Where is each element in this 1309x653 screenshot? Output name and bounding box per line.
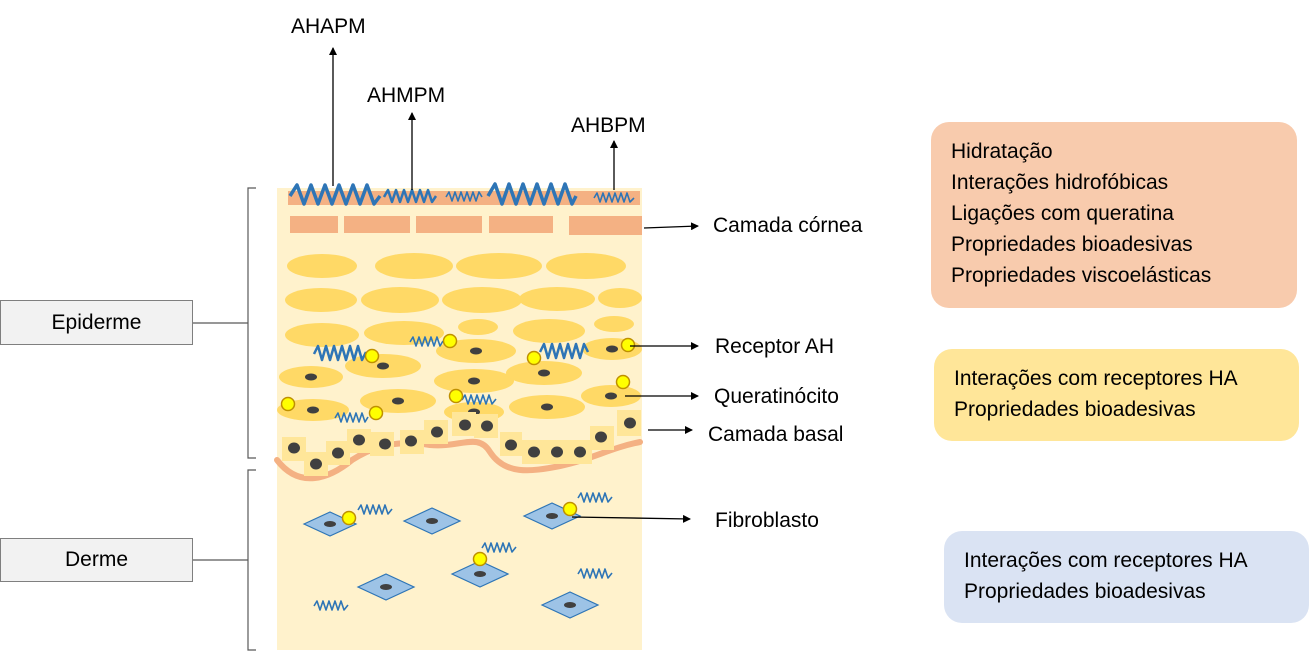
dermis-box: Derme: [0, 538, 193, 582]
high-mw-ha-label: AHAPM: [291, 15, 366, 38]
stratum-corneum-label: Camada córnea: [713, 214, 863, 237]
keratinocyte-label: Queratinócito: [714, 385, 839, 408]
property-item: Propriedades bioadesivas: [954, 398, 1196, 421]
ha-chains: [288, 182, 635, 611]
property-item: Propriedades viscoelásticas: [951, 264, 1212, 287]
low-mw-ha-label: AHBPM: [571, 114, 646, 137]
basal-cells: [282, 410, 641, 476]
property-item: Propriedades bioadesivas: [951, 233, 1193, 256]
molecule-arrows: [329, 47, 618, 190]
basal-layer-label: Camada basal: [708, 423, 844, 446]
epidermis-properties-box: Interações com receptores HA Propriedade…: [934, 349, 1299, 441]
epidermis-label: Epiderme: [51, 310, 142, 334]
ha-receptors: [280, 333, 636, 567]
dermis-properties-box: Interações com receptores HA Propriedade…: [944, 531, 1309, 623]
property-item: Propriedades bioadesivas: [964, 580, 1206, 603]
property-item: Hidratação: [951, 140, 1053, 163]
property-item: Interações com receptores HA: [964, 549, 1248, 572]
stratum-corneum-properties-box: Hidratação Interações hidrofóbicas Ligaç…: [931, 122, 1297, 308]
property-item: Ligações com queratina: [951, 202, 1174, 225]
structure-arrows: [571, 222, 699, 523]
keratinocyte-layer-upper: [285, 253, 642, 347]
medium-mw-ha-label: AHMPM: [367, 84, 446, 107]
layer-brackets: [193, 187, 256, 651]
epidermis-box: Epiderme: [0, 300, 193, 345]
ha-receptor-label: Receptor AH: [715, 335, 835, 358]
fibroblast-label: Fibroblasto: [715, 509, 819, 532]
dermis-label: Derme: [64, 548, 128, 571]
property-item: Interações com receptores HA: [954, 367, 1238, 390]
property-item: Interações hidrofóbicas: [951, 171, 1169, 194]
